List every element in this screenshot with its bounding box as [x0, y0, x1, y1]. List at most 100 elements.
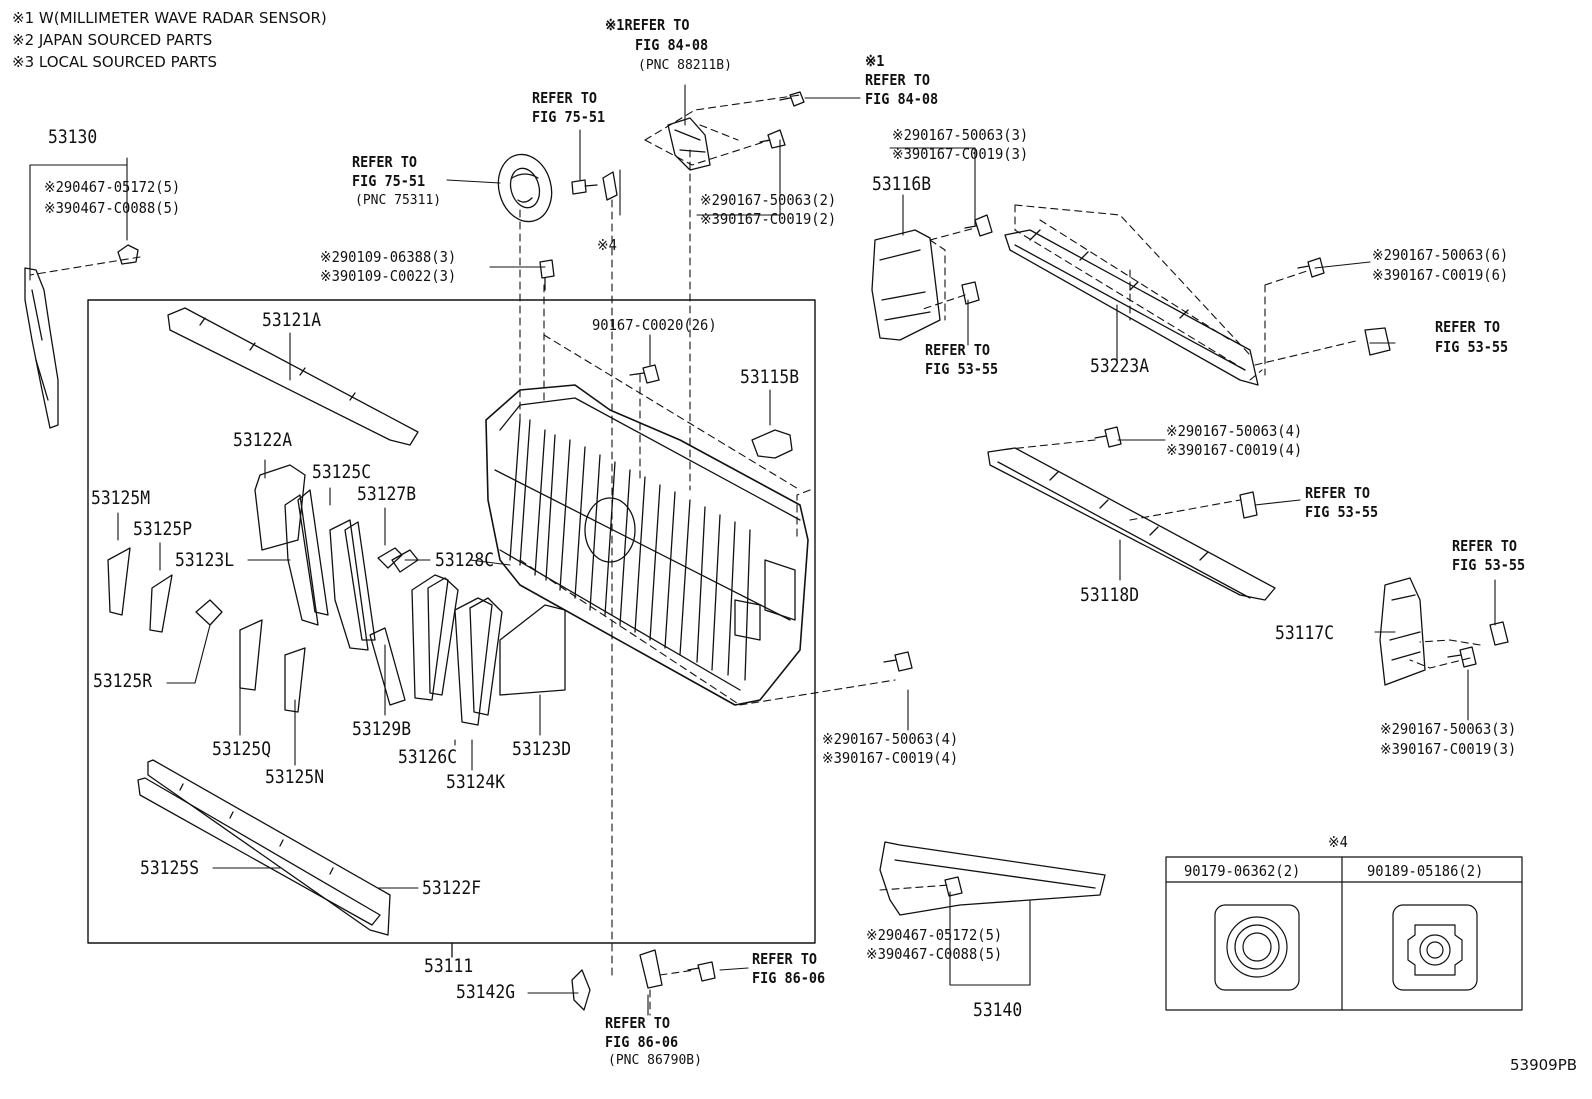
part-53121A: 53121A — [262, 309, 322, 331]
shape-53111-grille — [485, 384, 809, 706]
dashed-lines — [29, 94, 1481, 1016]
hw-4b: ※390109-C0022(3) — [320, 267, 457, 285]
fasteners — [539, 91, 1509, 982]
part-53125N: 53125N — [265, 766, 325, 788]
ref-2-line-1: ※1 — [865, 52, 885, 70]
shape-53140 — [879, 841, 1106, 916]
legend-line-1: ※1 W(MILLIMETER WAVE RADAR SENSOR) — [12, 9, 327, 27]
hw-3a: ※290167-50063(3) — [892, 126, 1029, 144]
legend-line-3: ※3 LOCAL SOURCED PARTS — [12, 53, 217, 71]
part-53122F: 53122F — [422, 877, 482, 899]
part-53125P: 53125P — [133, 518, 193, 540]
hw-6a: ※290167-50063(6) — [1372, 246, 1509, 264]
shape-53117C — [1379, 577, 1426, 686]
hw-3b: ※390167-C0019(3) — [892, 145, 1029, 163]
hw-4a: ※290109-06388(3) — [320, 248, 457, 266]
ref-2-line-2: REFER TO — [865, 71, 931, 89]
part-53123L: 53123L — [175, 549, 235, 571]
shape-moldings — [107, 464, 566, 726]
shape-53123D — [499, 604, 566, 696]
ref-1-line-1: ※1REFER TO — [605, 16, 690, 34]
ref-7-line-2: FIG 53-55 — [1305, 503, 1379, 521]
ref-8-line-1: REFER TO — [1452, 537, 1518, 555]
table-col-2-header: 90189-05186(2) — [1367, 862, 1484, 880]
table-col-1-header: 90179-06362(2) — [1184, 862, 1301, 880]
hw-9a: ※290167-50063(3) — [1380, 720, 1517, 738]
clip-53130 — [117, 244, 139, 265]
ref-5-line-1: REFER TO — [925, 341, 991, 359]
shape-53115B — [751, 429, 793, 459]
part-53122A: 53122A — [233, 429, 293, 451]
ref-2-line-3: FIG 84-08 — [865, 90, 939, 108]
part-53125Q: 53125Q — [212, 738, 272, 760]
ref-9-line-2: FIG 86-06 — [752, 969, 826, 987]
part-53125M: 53125M — [91, 487, 151, 509]
part-53223A: 53223A — [1090, 355, 1150, 377]
ref-8-line-2: FIG 53-55 — [1452, 556, 1526, 574]
part-53125S: 53125S — [140, 857, 200, 879]
shape-sensor-bracket — [639, 949, 663, 989]
shape-53121A — [167, 307, 419, 446]
ref-9-line-1: REFER TO — [752, 950, 818, 968]
hw-7b: ※390167-C0019(4) — [1166, 441, 1303, 459]
hw-5: 90167-C0020(26) — [592, 316, 717, 334]
part-53130: 53130 — [48, 126, 98, 148]
shape-53116B — [871, 229, 941, 341]
part-53123D: 53123D — [512, 738, 572, 760]
hw-2b: ※390167-C0019(2) — [700, 210, 837, 228]
ref-10-line-1: REFER TO — [605, 1014, 671, 1032]
part-53116B: 53116B — [872, 173, 932, 195]
fastener-table — [1165, 856, 1523, 1011]
hw-7a: ※290167-50063(4) — [1166, 422, 1303, 440]
diagram-id: 53909PB — [1510, 1056, 1578, 1074]
ref-4-line-1: REFER TO — [352, 153, 418, 171]
hw-1a: ※290467-05172(5) — [44, 178, 181, 196]
ref-5-line-2: FIG 53-55 — [925, 360, 999, 378]
hw-8b: ※390167-C0019(4) — [822, 749, 959, 767]
shape-53223A — [1004, 229, 1259, 386]
part-53142G: 53142G — [456, 981, 516, 1003]
shape-53142G — [571, 969, 591, 1011]
part-53111: 53111 — [424, 955, 474, 977]
ref-1-line-2: FIG 84-08 — [635, 36, 709, 54]
part-53140: 53140 — [973, 999, 1023, 1021]
ref-3-line-1: REFER TO — [532, 89, 598, 107]
hw-10b: ※390467-C0088(5) — [866, 945, 1003, 963]
part-53125C: 53125C — [312, 461, 372, 483]
note-4-table-title: ※4 — [1328, 833, 1348, 851]
part-53128C: 53128C — [435, 549, 495, 571]
shape-53125S — [137, 777, 381, 926]
part-53115B: 53115B — [740, 366, 800, 388]
note-4-callout: ※4 — [597, 236, 617, 254]
shape-53118D — [987, 447, 1276, 601]
ref-10-line-2: FIG 86-06 — [605, 1033, 679, 1051]
shape-53130 — [24, 267, 59, 429]
shape-emblem — [497, 153, 553, 223]
ref-10-pnc: (PNC 86790B) — [608, 1053, 702, 1068]
ref-1-pnc: (PNC 88211B) — [638, 58, 732, 73]
part-53118D: 53118D — [1080, 584, 1140, 606]
ref-7-line-1: REFER TO — [1305, 484, 1371, 502]
part-53124K: 53124K — [446, 771, 506, 793]
part-53127B: 53127B — [357, 483, 417, 505]
legend-line-2: ※2 JAPAN SOURCED PARTS — [12, 31, 213, 49]
ref-3-line-2: FIG 75-51 — [532, 108, 606, 126]
shape-radar-sensor — [667, 117, 711, 171]
shape-53122F — [147, 759, 391, 936]
hw-6b: ※390167-C0019(6) — [1372, 266, 1509, 284]
part-53117C: 53117C — [1275, 622, 1335, 644]
part-53129B: 53129B — [352, 718, 412, 740]
hw-2a: ※290167-50063(2) — [700, 191, 837, 209]
ref-4-pnc: (PNC 75311) — [355, 193, 442, 208]
part-53125R: 53125R — [93, 670, 153, 692]
hw-9b: ※390167-C0019(3) — [1380, 740, 1517, 758]
hw-1b: ※390467-C0088(5) — [44, 199, 181, 217]
shape-53122A — [254, 464, 306, 551]
ref-4-line-2: FIG 75-51 — [352, 172, 426, 190]
ref-6-line-2: FIG 53-55 — [1435, 338, 1509, 356]
ref-6-line-1: REFER TO — [1435, 318, 1501, 336]
assembly-box — [87, 299, 816, 944]
hw-10a: ※290467-05172(5) — [866, 926, 1003, 944]
